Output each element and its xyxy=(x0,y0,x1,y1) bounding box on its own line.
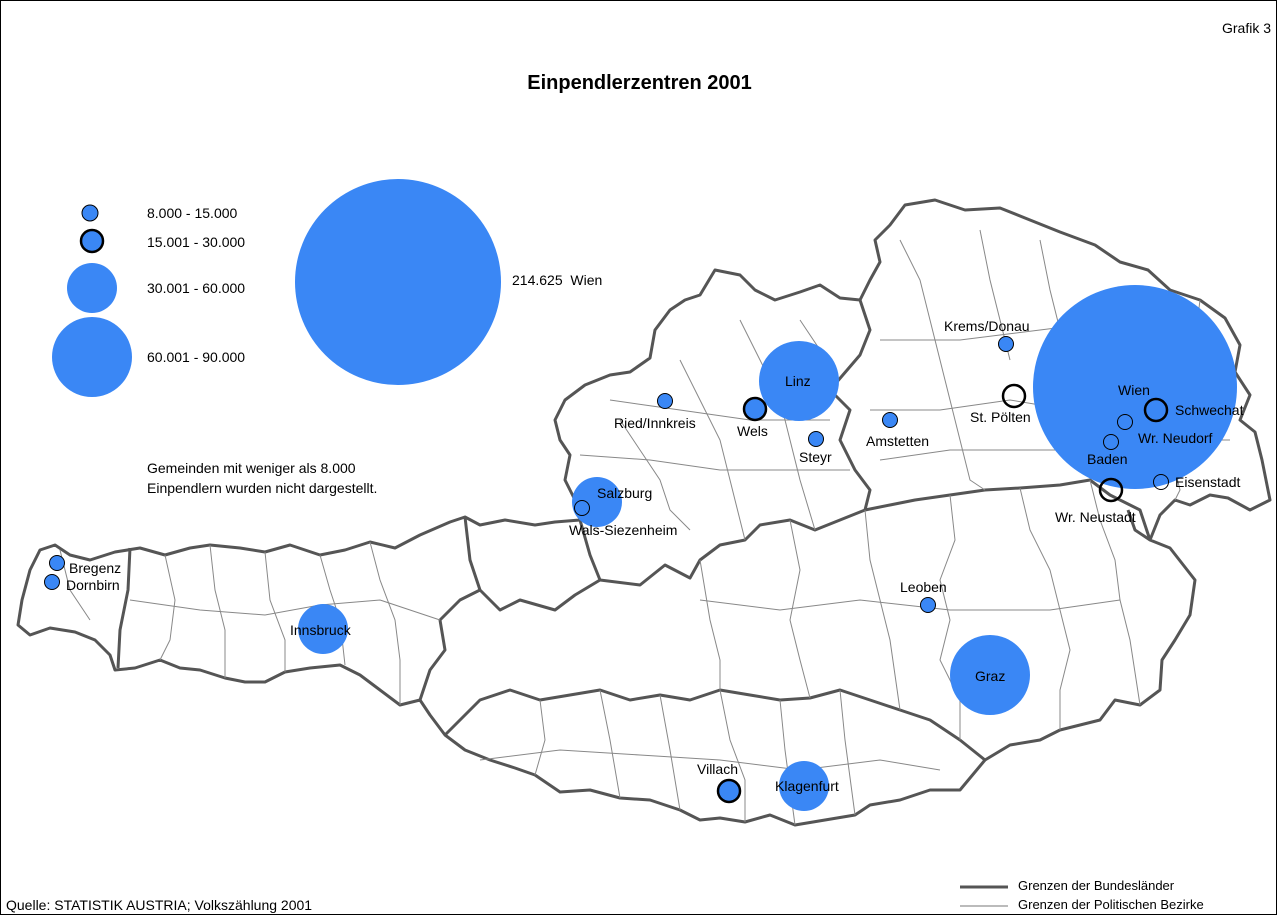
circle-klagenfurt xyxy=(779,761,829,811)
legend-symbol-8000 xyxy=(81,204,99,222)
circle-wals xyxy=(574,500,590,516)
circle-st-poelten xyxy=(1001,383,1027,409)
circle-wels xyxy=(742,396,768,422)
legend-label-wien: 214.625 Wien xyxy=(512,272,603,288)
label-bregenz: Bregenz xyxy=(69,560,121,576)
label-krems: Krems/Donau xyxy=(944,318,1030,334)
label-innsbruck: Innsbruck xyxy=(290,622,352,638)
label-amstetten: Amstetten xyxy=(866,433,929,449)
label-st-poelten: St. Pölten xyxy=(970,409,1031,425)
label-wels: Wels xyxy=(737,423,768,439)
label-villach: Villach xyxy=(697,761,738,777)
legend-symbol-30001 xyxy=(67,263,117,313)
circle-wr-neustadt xyxy=(1098,477,1124,503)
label-wals: Wals-Siezenheim xyxy=(569,522,677,538)
label-steyr: Steyr xyxy=(799,449,832,465)
city-labels: Wien Schwechat Wr. Neudorf Baden Eisenst… xyxy=(66,318,1244,794)
circle-graz xyxy=(950,635,1030,715)
map-title: Einpendlerzentren 2001 xyxy=(527,72,752,94)
circle-linz xyxy=(759,341,839,421)
label-ried: Ried/Innkreis xyxy=(614,415,696,431)
bezirke-boundaries xyxy=(59,229,1236,826)
label-klagenfurt: Klagenfurt xyxy=(775,778,839,794)
legend-label-60001: 60.001 - 90.000 xyxy=(147,349,246,365)
label-schwechat: Schwechat xyxy=(1175,402,1244,418)
legend-symbols xyxy=(52,179,501,397)
circle-innsbruck xyxy=(298,604,348,654)
label-dornbirn: Dornbirn xyxy=(66,577,120,593)
legend-symbol-15001 xyxy=(79,228,105,254)
source-note: Quelle: STATISTIK AUSTRIA; Volkszählung … xyxy=(6,897,313,913)
circle-amstetten xyxy=(882,412,898,428)
label-salzburg: Salzburg xyxy=(597,485,652,501)
figure-number: Grafik 3 xyxy=(1221,20,1271,36)
legend-symbol-60001 xyxy=(52,317,132,397)
legend-symbol-wien xyxy=(295,179,501,385)
circle-baden xyxy=(1103,434,1119,450)
circle-villach xyxy=(716,778,742,804)
circle-leoben xyxy=(920,597,936,613)
circle-wien xyxy=(1033,285,1237,489)
circle-ried xyxy=(657,393,673,409)
circle-salzburg xyxy=(572,477,622,527)
legend-note-line2: Einpendlern wurden nicht dargestellt. xyxy=(147,480,378,496)
label-wien: Wien xyxy=(1118,382,1150,398)
label-graz: Graz xyxy=(975,668,1005,684)
circle-schwechat xyxy=(1143,397,1169,423)
label-leoben: Leoben xyxy=(900,579,947,595)
pendler-circles xyxy=(44,285,1237,811)
legend-label-30001: 30.001 - 60.000 xyxy=(147,280,246,296)
circle-eisenstadt xyxy=(1153,474,1169,490)
label-wr-neustadt: Wr. Neustadt xyxy=(1055,509,1136,525)
label-wr-neudorf: Wr. Neudorf xyxy=(1138,430,1213,446)
legend-label-15001: 15.001 - 30.000 xyxy=(147,234,246,250)
label-eisenstadt: Eisenstadt xyxy=(1175,474,1240,490)
circle-krems xyxy=(998,336,1014,352)
legend-label-8000: 8.000 - 15.000 xyxy=(147,205,238,221)
legend-bundeslaender-label: Grenzen der Bundesländer xyxy=(1018,878,1175,893)
label-baden: Baden xyxy=(1087,451,1127,467)
circle-dornbirn xyxy=(44,574,60,590)
circle-wr-neudorf xyxy=(1117,414,1133,430)
circle-bregenz xyxy=(49,555,65,571)
label-linz: Linz xyxy=(785,373,811,389)
circle-steyr xyxy=(808,431,824,447)
legend-note-line1: Gemeinden mit weniger als 8.000 xyxy=(147,460,356,476)
legend-note: Gemeinden mit weniger als 8.000 Einpendl… xyxy=(147,458,427,498)
legend-bezirke-label: Grenzen der Politischen Bezirke xyxy=(1018,897,1204,912)
